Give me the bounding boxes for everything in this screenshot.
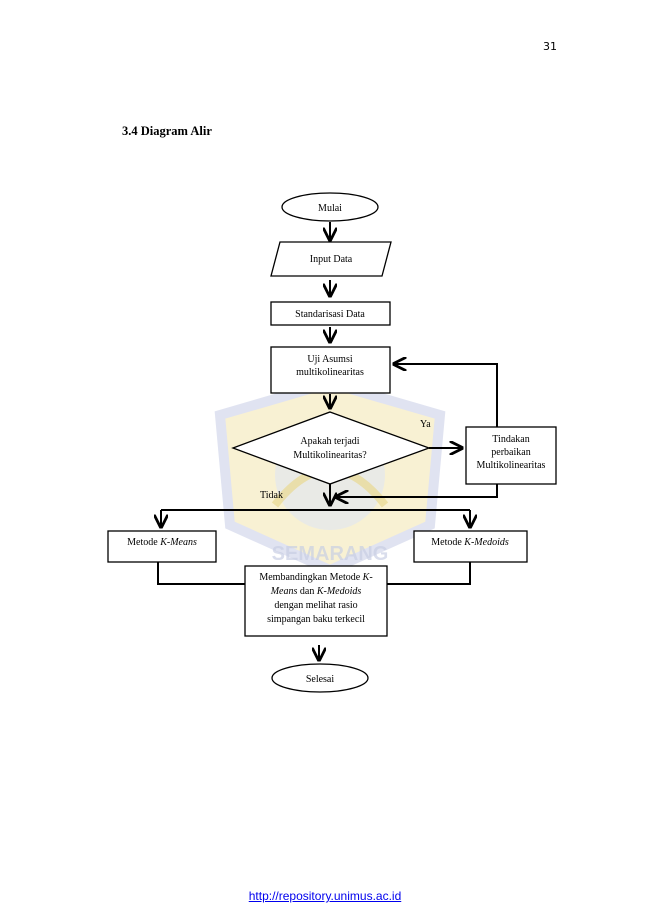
assumption-test-line1: Uji Asumsi <box>307 354 353 365</box>
decision-line1: Apakah terjadi <box>300 436 359 447</box>
assumption-test-process <box>270 346 391 394</box>
kmeans-process <box>107 530 217 563</box>
repair-line3: Multikolinearitas <box>477 460 546 471</box>
watermark-text: SEMARANG <box>272 543 389 565</box>
no-label: Tidak <box>260 490 283 501</box>
line-kmeans-compare <box>157 562 245 585</box>
kmeans-method: K-Means <box>159 537 197 548</box>
decision-line2: Multikolinearitas? <box>293 450 367 461</box>
compare-line2-method: Means <box>270 586 298 597</box>
start-label: Mulai <box>318 203 342 214</box>
repair-process <box>465 426 557 485</box>
compare-line2: Means dan K-Medoids <box>270 586 362 597</box>
kmedoids-label: Metode K-Medoids <box>431 537 509 548</box>
yes-label: Ya <box>420 419 431 430</box>
page-number: 31 <box>543 40 557 53</box>
kmeans-label: Metode K-Means <box>127 537 197 548</box>
start-terminal <box>281 192 379 222</box>
compare-process <box>244 565 388 637</box>
compare-line1-method: K- <box>362 572 373 583</box>
kmeans-prefix: Metode <box>127 537 160 548</box>
input-parallelogram <box>270 241 392 277</box>
end-terminal <box>271 663 369 693</box>
input-label: Input Data <box>310 254 353 265</box>
repair-line2: perbaikan <box>491 447 530 458</box>
compare-line1-prefix: Membandingkan Metode <box>259 572 362 583</box>
assumption-test-line2: multikolinearitas <box>296 367 364 378</box>
compare-line2-method2: K-Medoids <box>316 586 362 597</box>
section-heading: 3.4 Diagram Alir <box>122 124 212 138</box>
standardize-process <box>270 301 391 326</box>
arrow-repair-loop-back <box>394 364 498 427</box>
compare-line1: Membandingkan Metode K- <box>259 572 372 583</box>
compare-line2-mid: dan <box>297 586 316 597</box>
arrow-repair-merge <box>336 484 498 497</box>
repair-line1: Tindakan <box>492 434 529 445</box>
end-label: Selesai <box>306 674 335 685</box>
repository-link[interactable]: http://repository.unimus.ac.id <box>248 889 402 903</box>
compare-line4: simpangan baku terkecil <box>267 614 365 625</box>
compare-line3: dengan melihat rasio <box>274 600 357 611</box>
line-kmedoids-compare <box>387 562 471 585</box>
kmedoids-prefix: Metode <box>431 537 464 548</box>
kmedoids-method: K-Medoids <box>463 537 509 548</box>
standardize-label: Standarisasi Data <box>295 309 365 320</box>
multicollinearity-decision <box>231 411 431 485</box>
